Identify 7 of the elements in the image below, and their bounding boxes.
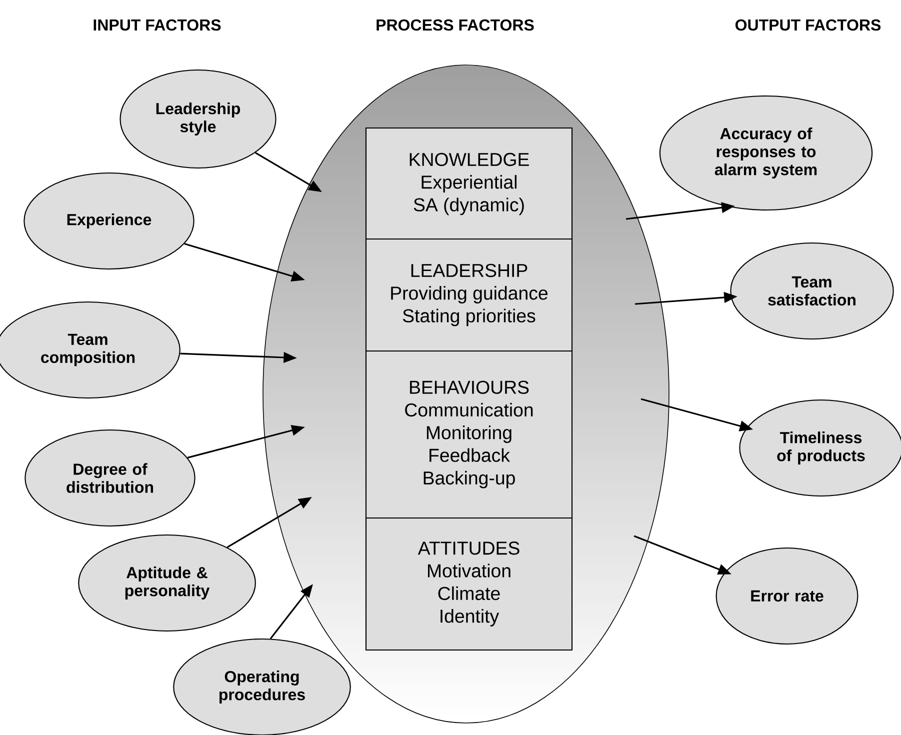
factor-box: BEHAVIOURS Communication Monitoring Feedback Backing-up: [365, 350, 573, 519]
factor-box: LEADERSHIP Providing guidance Stating priorities: [365, 238, 573, 352]
factor-box: KNOWLEDGE Experiential SA (dynamic): [365, 127, 573, 241]
column-heading: OUTPUT FACTORS: [735, 19, 881, 31]
factor-box: ATTITUDES Motivation Climate Identity: [365, 517, 573, 651]
column-heading: PROCESS FACTORS: [376, 19, 534, 31]
column-heading: INPUT FACTORS: [94, 19, 221, 31]
